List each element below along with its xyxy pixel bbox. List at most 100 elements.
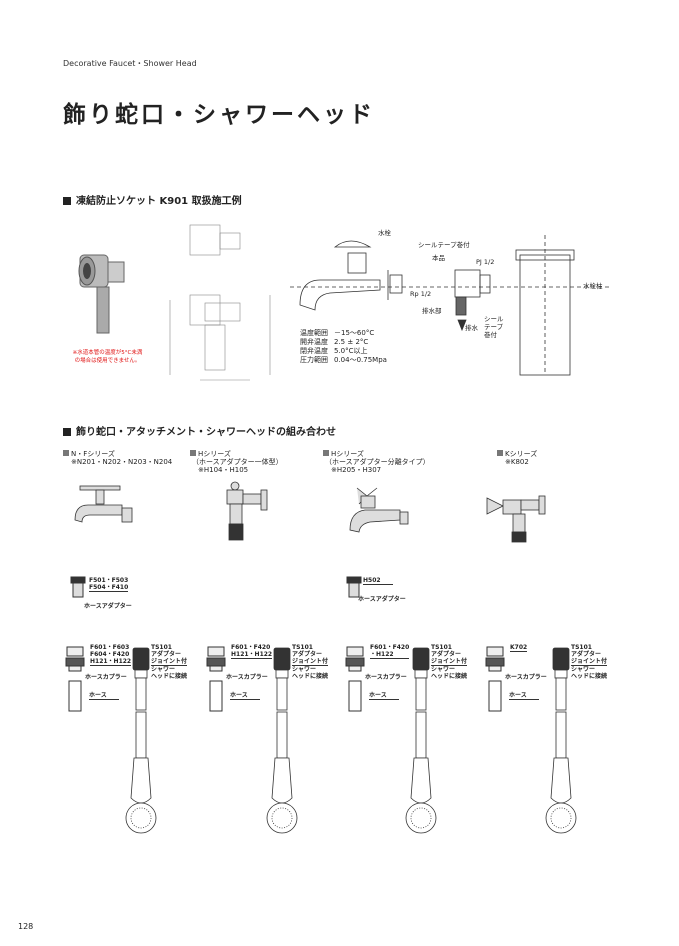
ts-line: ヘッドに接続 [292, 673, 329, 680]
installation-diagram [290, 235, 610, 376]
series-name: N・Fシリーズ [63, 450, 172, 458]
section-heading-combinations: 飾り蛇口・アタッチメント・シャワーヘッドの組み合わせ [63, 423, 336, 438]
ts-line: アダプター [431, 651, 462, 658]
hose-coupler-icon [485, 646, 505, 672]
ts-line: ジョイント付 [151, 658, 188, 666]
ts-model: TS101 [571, 644, 592, 651]
spec-label: 圧力範囲 [300, 356, 328, 364]
hose-adapter-icon [346, 576, 362, 598]
k901-technical-drawing [169, 224, 271, 381]
series-h-integrated: Hシリーズ（ホースアダプター一体型）※H104・H105 [190, 450, 283, 474]
hose-icon [68, 680, 82, 712]
spec-list: 温度範囲－15～60°C 開弁温度 2.5 ± 2°C 閉弁温度 5.0°C以上 圧… [300, 329, 387, 365]
series-name: Hシリーズ [190, 450, 283, 458]
hose-coupler-icon [206, 646, 226, 672]
ts-model: TS101 [292, 644, 313, 651]
ts-line: ジョイント付 [571, 658, 608, 666]
section-heading-k901: 凍結防止ソケット K901 取扱施工例 [63, 192, 242, 207]
faucet-nf [74, 485, 133, 523]
spec-row: 圧力範囲 0.04～0.75Mpa [300, 356, 387, 365]
label-rp: Rp 1/2 [410, 290, 432, 298]
series-sub: （ホースアダプター分離タイプ） [325, 458, 430, 466]
label-drain-part: 排水部 [422, 307, 442, 315]
ts-line: ジョイント付 [292, 658, 329, 666]
series-h-separate: Hシリーズ（ホースアダプター分離タイプ）※H205・H307 [323, 450, 430, 474]
shower-adapter-info: TS101 アダプター ジョイント付 シャワー ヘッドに接続 [151, 644, 188, 680]
page-eyebrow: Decorative Faucet・Shower Head [63, 59, 197, 68]
label-drain: 排水 [465, 324, 478, 332]
ts-line: アダプター [571, 651, 602, 658]
hose-adapter-icon [70, 576, 86, 598]
spec-value: 5.0°C以上 [334, 347, 368, 355]
coupler-model-line: F601・F420 [231, 644, 271, 651]
spec-label: 開弁温度 [300, 338, 328, 346]
shower-head-icon [405, 647, 437, 834]
coupler-model-line: ・H122 [370, 651, 410, 659]
spec-row: 開弁温度 2.5 ± 2°C [300, 338, 387, 347]
page-title: 飾り蛇口・シャワーヘッド [63, 101, 375, 128]
shower-head-icon [545, 647, 577, 834]
series-sub: （ホースアダプター一体型） [192, 458, 283, 466]
coupler-model-line: F604・F420 [90, 651, 130, 658]
series-models: ※H104・H105 [198, 466, 249, 474]
ts-line: ヘッドに接続 [151, 673, 188, 680]
shower-head-icon [125, 647, 157, 834]
coupler-model-line: F601・F603 [90, 644, 130, 651]
series-name: Hシリーズ [323, 450, 430, 458]
spec-value: 2.5 ± 2°C [334, 338, 369, 346]
faucet-k [486, 495, 546, 543]
shower-head-icon [266, 647, 298, 834]
shower-set-3: F601・F420・H122 ホースカプラー ホース TS101 アダプター ジ… [343, 640, 478, 840]
ts-line: シャワー [292, 666, 317, 673]
ts-line: ヘッドに接続 [431, 673, 468, 680]
ts-model: TS101 [431, 644, 452, 651]
label-pj: PJ 1/2 [476, 258, 495, 266]
coupler-model-line: F601・F420 [370, 644, 410, 651]
series-k: Kシリーズ※K802 [497, 450, 537, 466]
shower-adapter-info: TS101 アダプター ジョイント付 シャワー ヘッドに接続 [571, 644, 608, 680]
faucet-h-integrated [226, 481, 268, 541]
ts-line: ジョイント付 [431, 658, 468, 666]
ts-model: TS101 [151, 644, 172, 651]
warning-note: ※水道本管の温度が5°C未満の場合は使用できません。 [72, 350, 143, 364]
label-faucet: 水栓 [378, 229, 391, 237]
adapter-label: ホースアダプター [358, 596, 406, 603]
hose-coupler-icon [345, 646, 365, 672]
hose-coupler-icon [65, 646, 85, 672]
spec-value: －15～60°C [334, 329, 375, 337]
coupler-models: F601・F420・H122 [370, 644, 410, 659]
page-number: 128 [18, 922, 34, 931]
hose-label: ホース [369, 692, 399, 700]
series-nf: N・Fシリーズ※N201・N202・N203・N204 [63, 450, 172, 466]
spec-label: 閉弁温度 [300, 347, 328, 355]
coupler-label: ホースカプラー [226, 674, 268, 681]
label-seal-tape-2: シール テープ 巻付 [484, 315, 504, 339]
spec-row: 温度範囲－15～60°C [300, 329, 387, 338]
ts-line: シャワー [571, 666, 596, 673]
coupler-model-line: K702 [510, 644, 528, 652]
ts-line: アダプター [151, 651, 182, 658]
k901-photo [78, 254, 125, 334]
adapter-models: H502 [363, 577, 393, 585]
adapter-model-line: F501・F503 [89, 577, 129, 584]
coupler-label: ホースカプラー [85, 674, 127, 681]
shower-adapter-info: TS101 アダプター ジョイント付 シャワー ヘッドに接続 [431, 644, 468, 680]
faucet-h-separate [349, 487, 409, 533]
hose-label: ホース [89, 692, 119, 700]
ts-line: アダプター [292, 651, 323, 658]
coupler-label: ホースカプラー [505, 674, 547, 681]
series-models: ※H205・H307 [331, 466, 382, 474]
label-product: 本品 [432, 254, 445, 262]
series-name: Kシリーズ [497, 450, 537, 458]
coupler-models: K702 [510, 644, 528, 652]
ts-line: ヘッドに接続 [571, 673, 608, 680]
shower-adapter-info: TS101 アダプター ジョイント付 シャワー ヘッドに接続 [292, 644, 329, 680]
spec-row: 閉弁温度 5.0°C以上 [300, 347, 387, 356]
series-models: ※K802 [505, 458, 529, 466]
spec-value: 0.04～0.75Mpa [334, 356, 387, 364]
adapter-label: ホースアダプター [84, 603, 132, 610]
